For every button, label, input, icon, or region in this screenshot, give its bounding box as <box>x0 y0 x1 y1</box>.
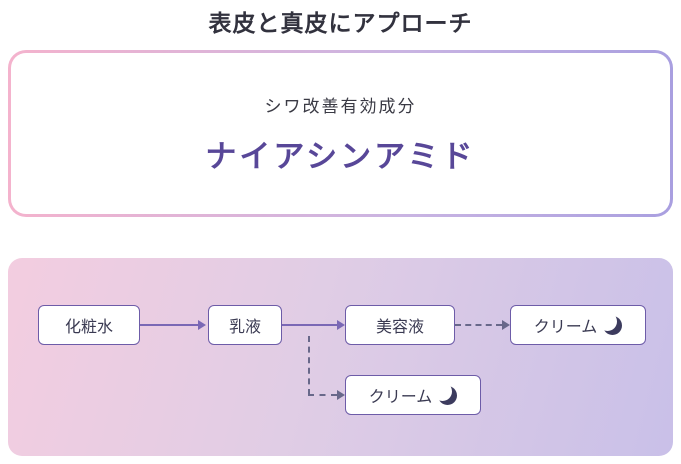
page-title: 表皮と真皮にアプローチ <box>208 11 473 37</box>
flow-step-label: 美容液 <box>375 317 424 336</box>
flow-step-label: クリーム <box>533 317 598 336</box>
dashed-arrow-head-1 <box>502 320 510 330</box>
dashed-branch-vertical <box>308 336 310 395</box>
crescent-moon-icon <box>438 386 457 405</box>
flow-step-label: クリーム <box>368 387 433 406</box>
arrow-head-2 <box>337 320 345 330</box>
ingredient-name: ナイアシンアミド <box>205 138 476 175</box>
dashed-arrow-head-2 <box>337 390 345 400</box>
ingredient-card: シワ改善有効成分 ナイアシンアミド <box>11 53 670 214</box>
skincare-flow-panel: 化粧水 乳液 美容液 クリーム クリーム <box>8 258 673 456</box>
arrow-line-2 <box>282 324 337 326</box>
arrow-line-1 <box>140 324 198 326</box>
ingredient-card-border: シワ改善有効成分 ナイアシンアミド <box>8 50 673 217</box>
flow-step-emulsion: 乳液 <box>208 305 282 345</box>
flow-step-label: 化粧水 <box>64 317 113 336</box>
dashed-arrow-line-1 <box>455 324 502 326</box>
card-subtitle: シワ改善有効成分 <box>264 96 417 117</box>
dashed-branch-horizontal <box>308 394 337 396</box>
crescent-moon-icon <box>603 316 622 335</box>
arrow-head-1 <box>198 320 206 330</box>
flow-step-serum: 美容液 <box>345 305 455 345</box>
flow-step-night-cream: クリーム <box>510 305 646 345</box>
flow-step-lotion: 化粧水 <box>38 305 140 345</box>
flow-step-night-cream-alt: クリーム <box>345 375 481 415</box>
flow-step-label: 乳液 <box>228 317 261 336</box>
